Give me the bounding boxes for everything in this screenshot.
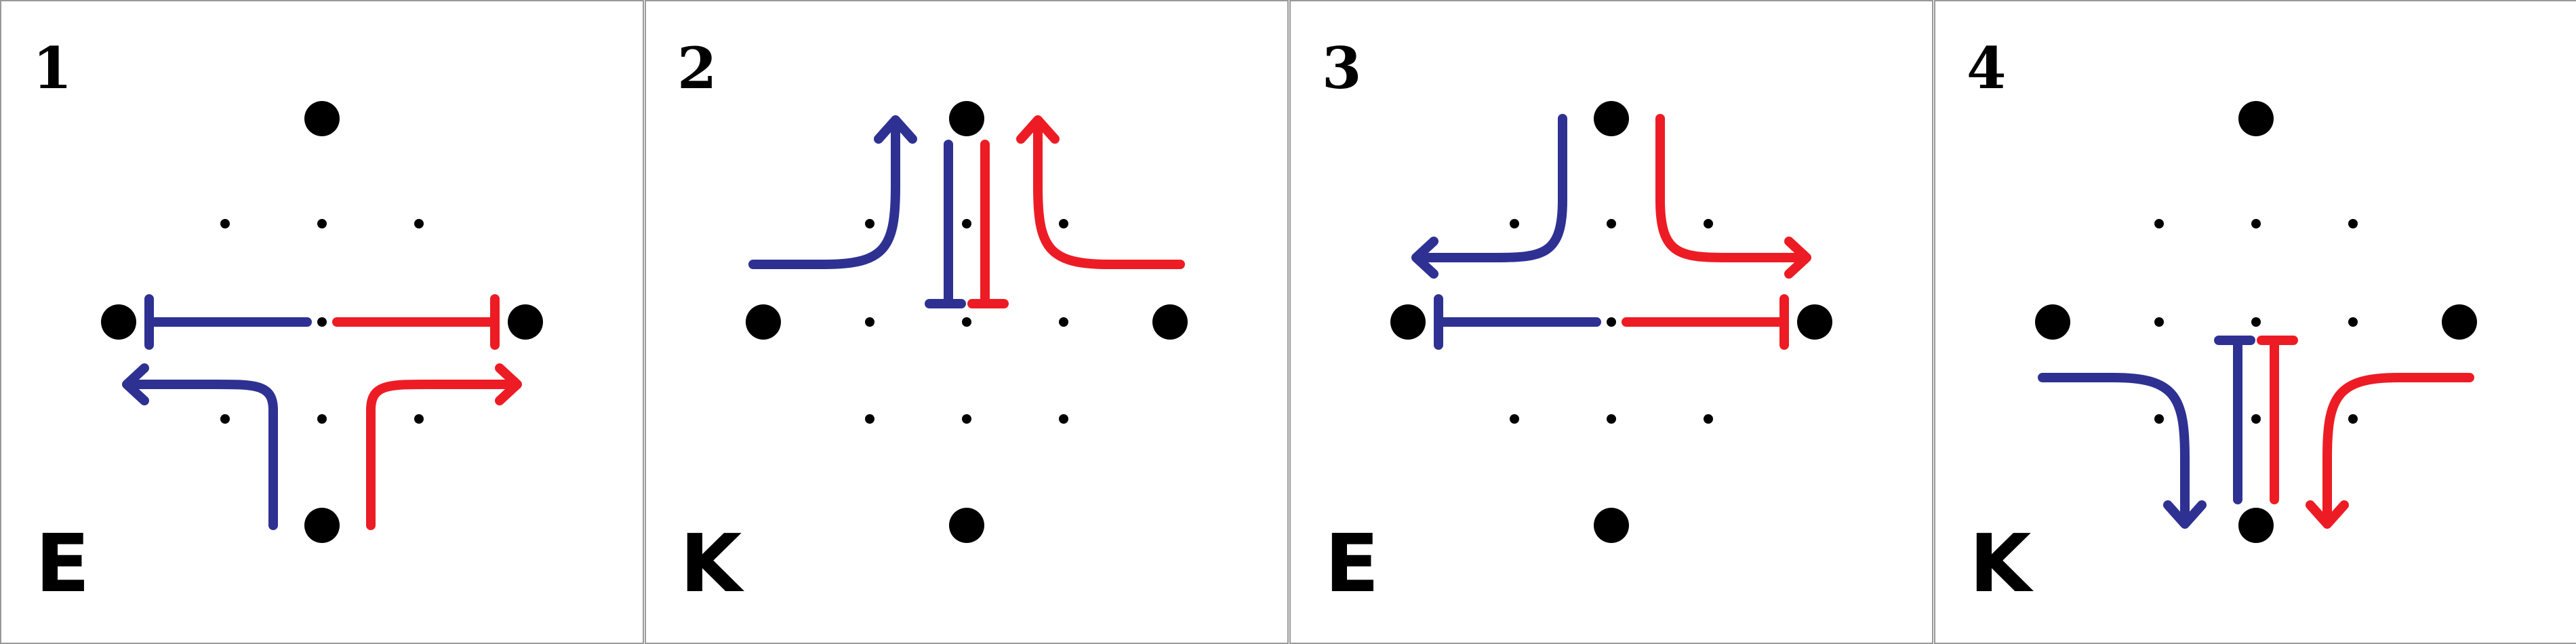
grid-dot (1607, 317, 1616, 327)
grid-dot (962, 317, 971, 327)
left-node (1390, 304, 1426, 340)
paths-layer (748, 115, 1185, 308)
blue-curved-arrow (1411, 114, 1567, 279)
grid-dot (2348, 219, 2358, 228)
red-blocked-line (332, 294, 500, 350)
panel-1: 1E (0, 0, 644, 644)
grid-dot (1059, 317, 1068, 327)
grid-dot (2251, 414, 2261, 424)
blue-curved-arrow (122, 363, 278, 530)
grid-dot (1510, 219, 1519, 228)
grid-dot (2348, 414, 2358, 424)
grid-dot (414, 219, 424, 228)
bottom-node (304, 508, 340, 543)
top-node (304, 101, 340, 136)
bottom-node (2238, 508, 2274, 543)
panel-3: 3E (1289, 0, 1933, 644)
panel-2: 2K (645, 0, 1289, 644)
red-blocked-line (967, 140, 1009, 308)
blue-blocked-line (1434, 294, 1601, 350)
grid-dots (865, 219, 1068, 424)
grid-dot (1059, 414, 1068, 424)
grid-dot (865, 414, 874, 424)
bottom-node (1594, 508, 1629, 543)
top-node (1594, 101, 1629, 136)
panel-4: 4K (1934, 0, 2576, 644)
grid-dot (1607, 219, 1616, 228)
red-curved-arrow (2306, 373, 2474, 529)
grid-dot (220, 414, 230, 424)
panel-number-label: 3 (1322, 35, 1361, 102)
grid-dot (414, 414, 424, 424)
grid-dot (1704, 414, 1713, 424)
top-node (949, 101, 984, 136)
left-node (746, 304, 781, 340)
grid-dot (1510, 414, 1519, 424)
grid-dot (2348, 317, 2358, 327)
right-node (1152, 304, 1188, 340)
red-blocked-line (2257, 336, 2298, 504)
grid-dot (317, 414, 327, 424)
panel-number-label: 1 (33, 35, 72, 102)
panel-letter-label: E (1325, 517, 1380, 610)
paths-layer (2038, 336, 2474, 529)
panel-letter-label: E (35, 517, 90, 610)
blue-curved-arrow (748, 115, 917, 269)
grid-dot (962, 414, 971, 424)
panel-number-label: 2 (677, 35, 717, 102)
grid-dot (1704, 219, 1713, 228)
grid-dot (317, 219, 327, 228)
panel-letter-label: K (1969, 517, 2034, 610)
grid-dot (962, 219, 971, 228)
grid-dot (1607, 414, 1616, 424)
grid-dot (865, 317, 874, 327)
red-curved-arrow (1655, 114, 1811, 279)
red-blocked-line (1622, 294, 1789, 350)
paths-layer (122, 294, 522, 530)
blue-blocked-line (2214, 336, 2255, 504)
blue-blocked-line (925, 140, 966, 308)
grid-dot (2154, 317, 2164, 327)
grid-dot (2251, 317, 2261, 327)
grid-dot (2154, 219, 2164, 228)
left-node (101, 304, 136, 340)
grid-dot (865, 219, 874, 228)
grid-dot (2154, 414, 2164, 424)
red-curved-arrow (366, 363, 522, 530)
grid-dot (220, 219, 230, 228)
right-node (1797, 304, 1832, 340)
red-curved-arrow (1016, 115, 1185, 269)
blue-blocked-line (144, 294, 312, 350)
left-node (2035, 304, 2070, 340)
right-node (508, 304, 543, 340)
paths-layer (1411, 114, 1811, 350)
blue-curved-arrow (2038, 373, 2207, 529)
grid-dot (1059, 219, 1068, 228)
grid-dots (2154, 219, 2358, 424)
panel-letter-label: K (680, 517, 745, 610)
bottom-node (949, 508, 984, 543)
grid-dot (317, 317, 327, 327)
right-node (2442, 304, 2477, 340)
top-node (2238, 101, 2274, 136)
panel-number-label: 4 (1967, 35, 2006, 102)
grid-dot (2251, 219, 2261, 228)
